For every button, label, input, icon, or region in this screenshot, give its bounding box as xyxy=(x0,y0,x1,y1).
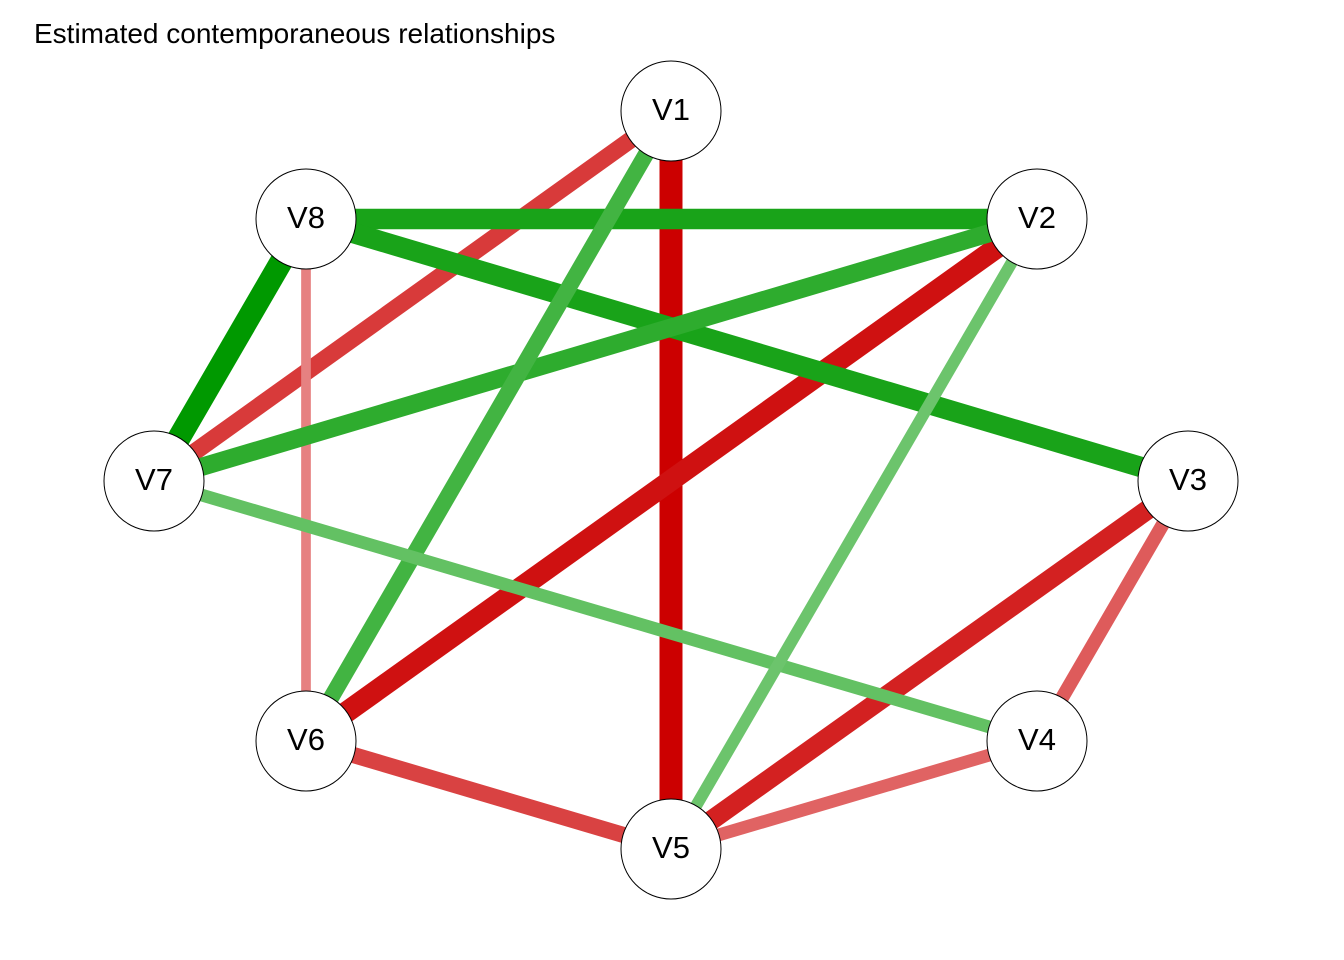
node-label: V7 xyxy=(135,462,173,497)
node-circle xyxy=(1137,430,1239,532)
edge-v7-v4 xyxy=(152,474,1039,748)
node-v8: V8 xyxy=(255,168,357,270)
edge-v3-v5 xyxy=(665,473,1194,857)
edge-v2-v5 xyxy=(665,216,1043,852)
node-v6: V6 xyxy=(255,690,357,792)
node-label: V6 xyxy=(287,722,325,757)
edge-v1-v7 xyxy=(149,104,676,488)
graph-title: Estimated contemporaneous relationships xyxy=(34,18,556,49)
node-v2: V2 xyxy=(986,168,1088,270)
node-circle xyxy=(986,690,1088,792)
node-v1: V1 xyxy=(620,60,722,162)
node-label: V4 xyxy=(1018,722,1056,757)
edge-v2-v6 xyxy=(299,210,1044,750)
node-circle xyxy=(620,60,722,162)
edge-v6-v5 xyxy=(303,733,674,857)
node-label: V3 xyxy=(1169,462,1207,497)
node-circle xyxy=(255,168,357,270)
node-label: V1 xyxy=(652,92,690,127)
edge-v1-v6 xyxy=(298,106,679,746)
node-label: V2 xyxy=(1018,200,1056,235)
node-v7: V7 xyxy=(103,430,205,532)
node-circle xyxy=(986,168,1088,270)
node-label: V8 xyxy=(287,200,325,235)
edge-v4-v5 xyxy=(669,734,1039,856)
node-v5: V5 xyxy=(620,798,722,900)
node-v4: V4 xyxy=(986,690,1088,792)
node-label: V5 xyxy=(652,830,690,865)
node-v3: V3 xyxy=(1137,430,1239,532)
edge-v2-v7 xyxy=(151,210,1040,490)
node-circle xyxy=(620,798,722,900)
node-circle xyxy=(255,690,357,792)
edge-v8-v3 xyxy=(303,209,1191,491)
node-circle xyxy=(103,430,205,532)
